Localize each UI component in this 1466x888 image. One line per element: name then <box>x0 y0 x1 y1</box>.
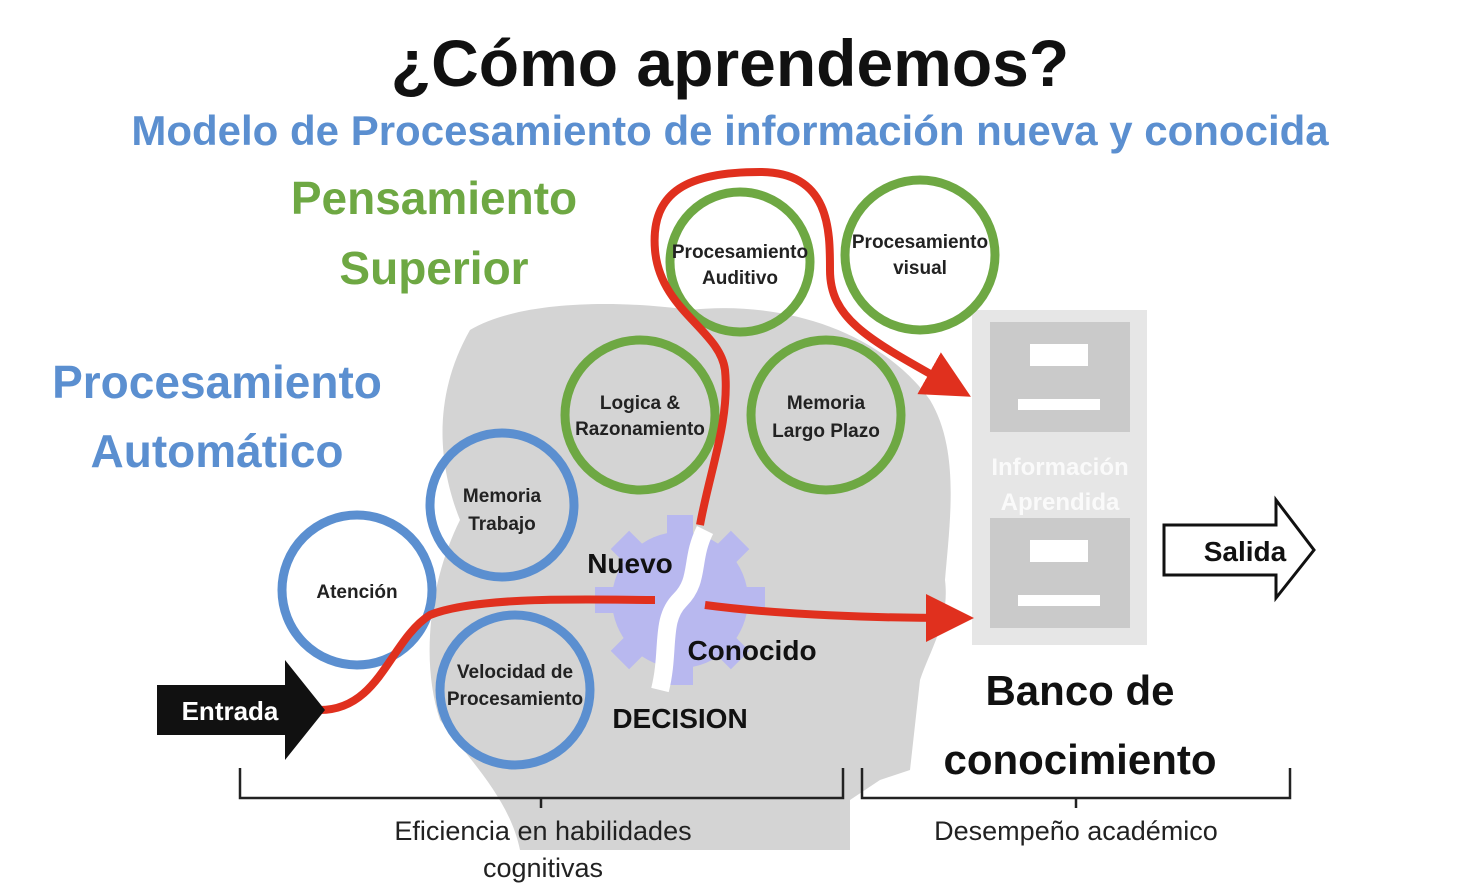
flow-path-known <box>319 595 656 714</box>
label-memoria-trabajo-2: Trabajo <box>468 514 536 535</box>
group-superior-1: Pensamiento <box>291 172 577 224</box>
circle-visual <box>840 175 1000 335</box>
label-velocidad-1: Velocidad de <box>457 662 573 683</box>
circle-velocidad <box>435 610 595 770</box>
group-automatico-1: Procesamiento <box>52 356 382 408</box>
salida-label: Salida <box>1204 536 1287 567</box>
circle-memoria-largo <box>746 335 906 495</box>
flow-arrow-known <box>704 593 974 642</box>
label-decision: DECISION <box>612 703 747 734</box>
label-logica-1: Logica & <box>600 393 681 414</box>
bracket-left-label-2: cognitivas <box>483 853 603 883</box>
cabinet-label-1: Información <box>991 454 1128 481</box>
label-nuevo: Nuevo <box>587 548 673 579</box>
label-memoria-largo-2: Largo Plazo <box>772 421 880 442</box>
circle-logica <box>560 335 720 495</box>
label-logica-2: Razonamiento <box>575 419 705 440</box>
circle-atencion <box>277 510 437 670</box>
salida-arrow <box>1162 495 1316 603</box>
label-auditivo-1: Procesamiento <box>672 242 808 263</box>
bracket-left <box>238 768 845 808</box>
filing-cabinet: Información Aprendida <box>972 310 1147 645</box>
banco-label-1: Banco de <box>985 667 1174 714</box>
label-atencion: Atención <box>316 582 397 603</box>
label-visual-2: visual <box>893 258 947 279</box>
label-memoria-trabajo-1: Memoria <box>463 486 542 507</box>
page-title: ¿Cómo aprendemos? <box>391 26 1069 100</box>
group-automatico-2: Automático <box>91 425 344 477</box>
entrada-label: Entrada <box>182 696 279 726</box>
flow-arrow-new <box>650 167 971 526</box>
group-superior-2: Superior <box>339 242 528 294</box>
bracket-right <box>860 768 1292 808</box>
label-conocido: Conocido <box>687 635 816 666</box>
circle-auditivo <box>665 187 815 337</box>
bracket-left-label-1: Eficiencia en habilidades <box>394 816 691 846</box>
label-auditivo-2: Auditivo <box>702 268 778 289</box>
label-visual-1: Procesamiento <box>852 232 988 253</box>
entrada-arrow <box>157 660 325 760</box>
circle-memoria-trabajo <box>425 428 579 582</box>
decision-split <box>651 525 714 693</box>
page-subtitle: Modelo de Procesamiento de información n… <box>131 107 1329 154</box>
label-memoria-largo-1: Memoria <box>787 393 866 414</box>
bracket-right-label: Desempeño académico <box>934 816 1218 846</box>
banco-label-2: conocimiento <box>943 736 1216 783</box>
label-velocidad-2: Procesamiento <box>447 689 583 710</box>
cabinet-label-2: Aprendida <box>1001 489 1120 516</box>
